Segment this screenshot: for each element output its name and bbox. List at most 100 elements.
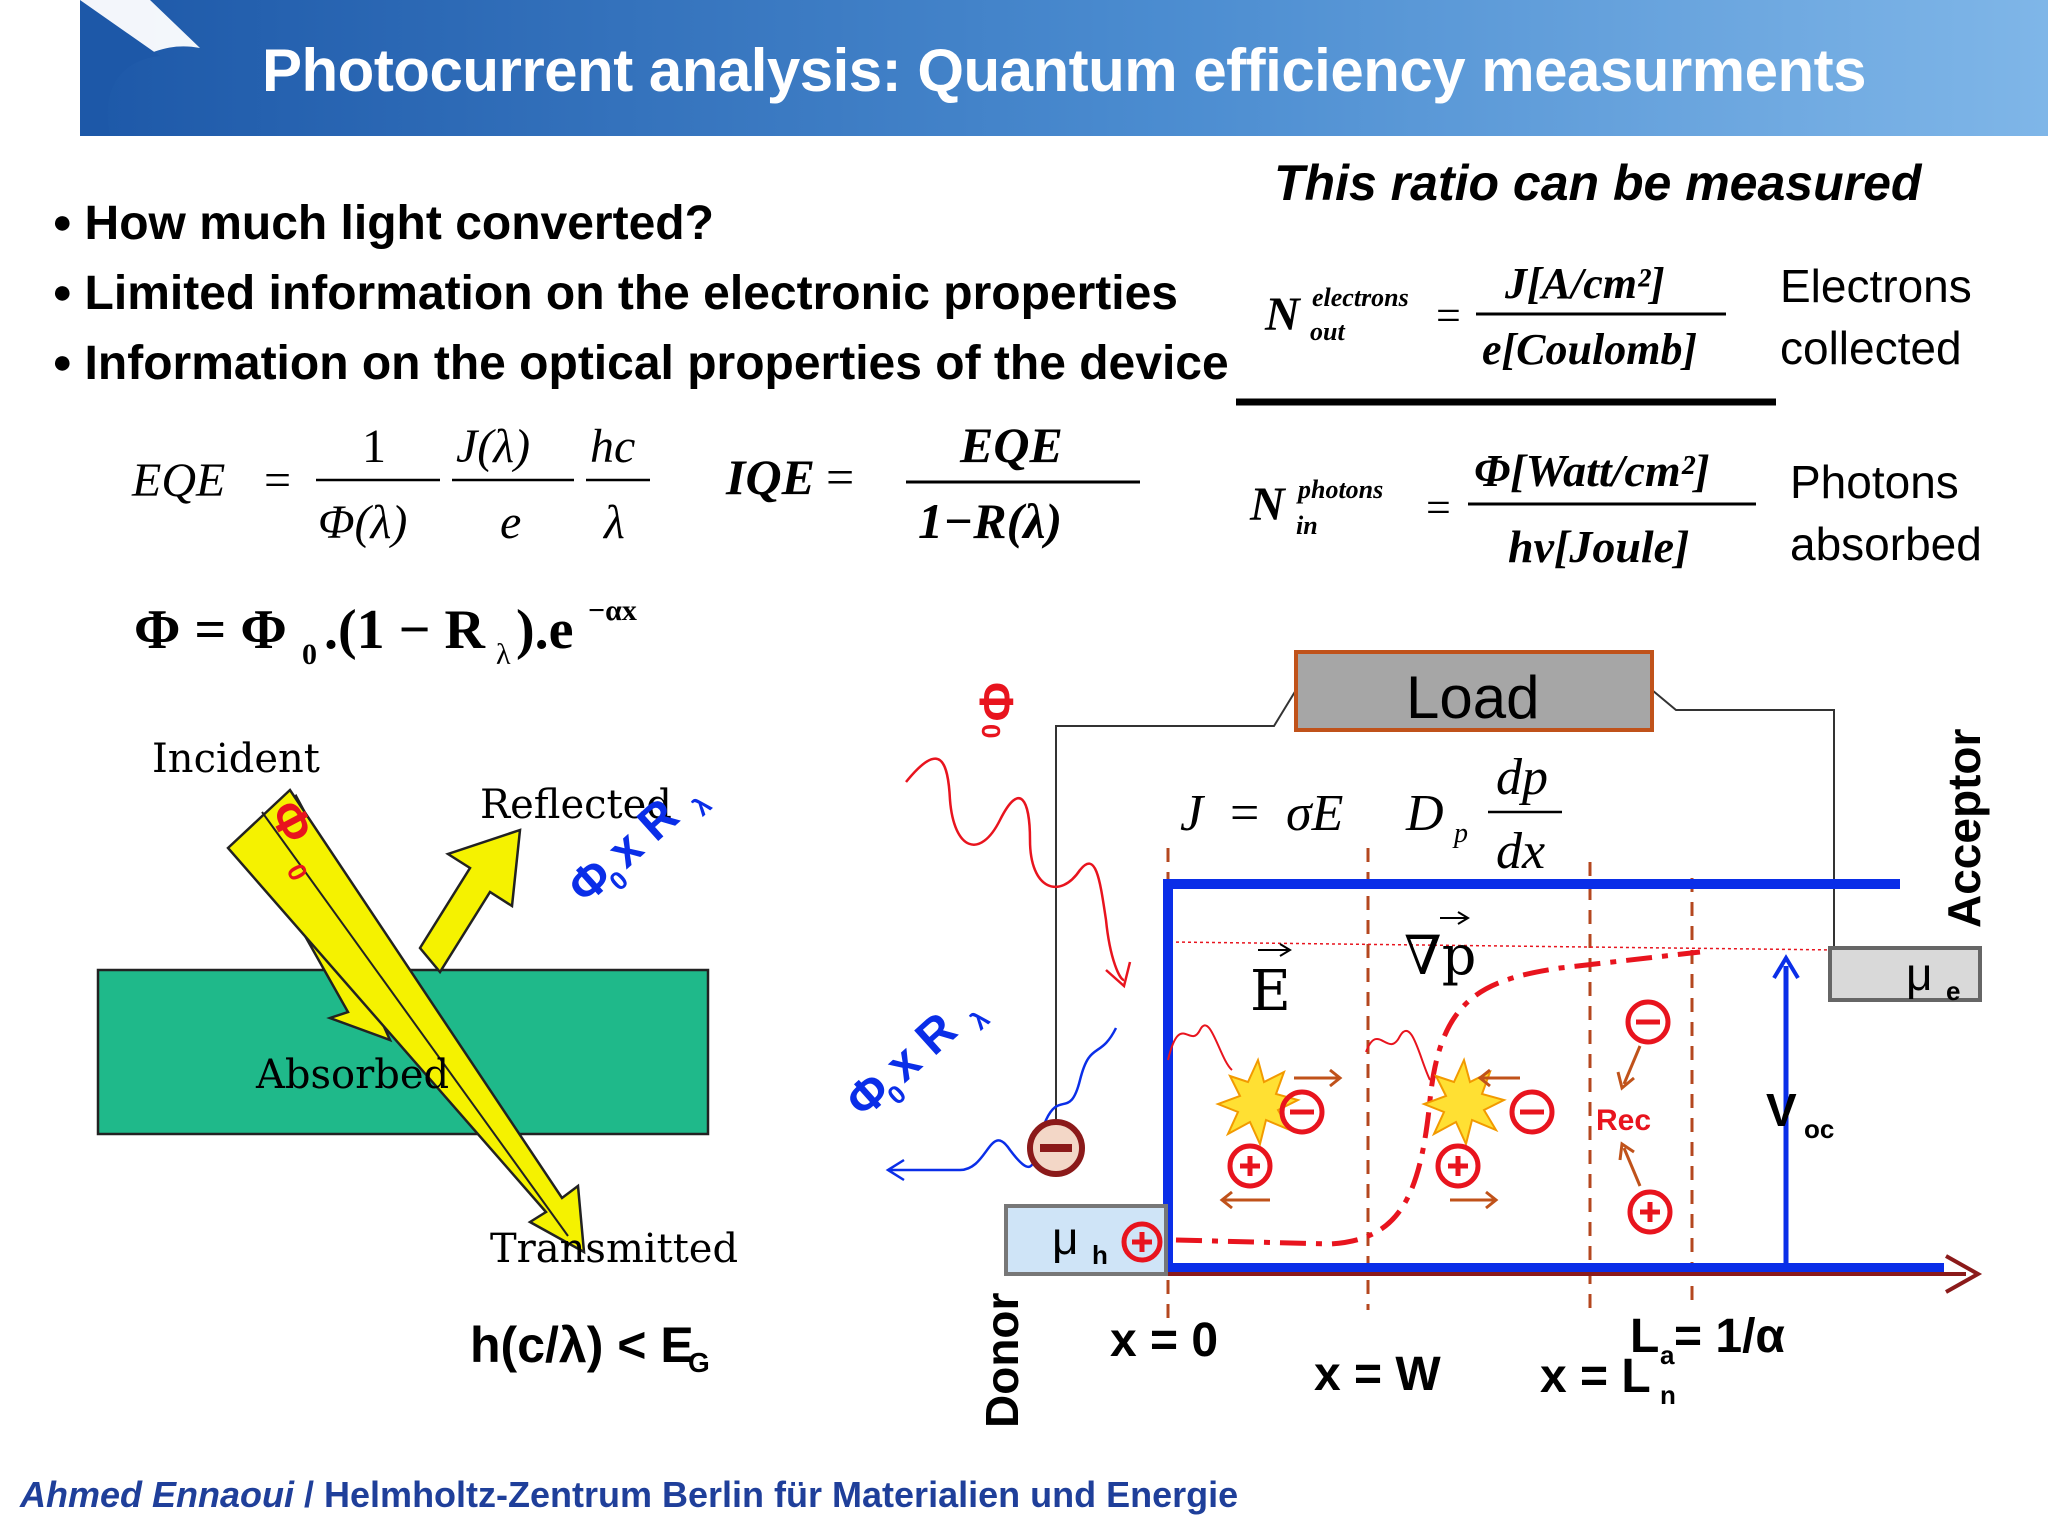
la-tail: = 1/α [1674, 1310, 1785, 1363]
arrow-right-icon [1329, 1068, 1343, 1088]
bullet-item: ●Information on the optical properties o… [52, 337, 1229, 390]
voc-label: V [1766, 1084, 1797, 1136]
carriers [1121, 999, 1673, 1263]
x-axis-arrow-icon [1945, 1254, 1983, 1294]
mu-h-box [1004, 1204, 1168, 1276]
e-field-label: E [1250, 959, 1291, 1024]
slide-title: Photocurrent analysis: Quantum efficienc… [262, 37, 1866, 104]
transmitted-label: Transmitted [490, 1226, 738, 1272]
device-phi0-sub: 0 [976, 724, 1006, 738]
condition-sub: G [688, 1347, 710, 1378]
phi-sup: −αx [588, 594, 637, 627]
phi-sublambda: λ [496, 638, 511, 671]
voc-arrow-icon [1772, 954, 1800, 980]
generation-flash-icon [1215, 1057, 1301, 1148]
footer: Ahmed Ennaoui / Helmholtz-Zentrum Berlin… [20, 1474, 1238, 1516]
phi-mid: .(1 − R [324, 599, 486, 661]
n-in-subscript: in [1296, 511, 1318, 540]
load-box [1294, 650, 1654, 732]
phi-sub0: 0 [302, 638, 317, 671]
n-in-denominator: hv[Joule] [1508, 521, 1689, 572]
n-in-superscript: photons [1296, 475, 1383, 504]
carrier-profile-curve [1175, 949, 1701, 1247]
electron-icon [1625, 999, 1671, 1045]
iqe-den: 1−R(λ) [918, 493, 1062, 549]
header-bar [80, 0, 2048, 136]
mu-e-box [1828, 946, 1982, 1002]
absorbed-label: Absorbed [255, 1052, 449, 1098]
donor-label: Donor [976, 1292, 1028, 1428]
voc-sub: oc [1804, 1114, 1834, 1144]
reflected-phi0-sublambda: λ [686, 789, 717, 821]
footer-separator: / [294, 1474, 325, 1515]
acceptor-label: Acceptor [1938, 729, 1990, 928]
incident-label: Incident [152, 736, 320, 782]
equals-sign-1: = [1436, 291, 1461, 340]
iqe-num: EQE [959, 417, 1063, 473]
iqe-equals: = [826, 449, 854, 505]
current-eq-den: dx [1496, 823, 1545, 880]
reflected-beam [418, 828, 522, 975]
eqe-lhs: EQE [131, 454, 225, 507]
grad-p-label: ∇p [1404, 924, 1476, 987]
absorbed-label: absorbed [1790, 518, 1982, 570]
xln-label: x = L [1540, 1350, 1651, 1403]
hole-icon [1435, 1143, 1481, 1189]
eqe-frac3-num: hc [590, 420, 635, 473]
arrow-right-icon [1485, 1190, 1499, 1210]
mu-h-label: μ [1052, 1212, 1079, 1264]
bullet-list: ●How much light converted? ●Limited info… [52, 188, 1229, 398]
current-eq-num: dp [1496, 749, 1548, 806]
equals-sign-2: = [1426, 483, 1451, 532]
eqe-frac2-num: J(λ) [456, 420, 530, 473]
circuit-wire-right [1651, 689, 1835, 948]
electron-icon [1279, 1089, 1325, 1135]
arrow-up-icon [1618, 1141, 1635, 1161]
reflected-label: Reflected [480, 782, 672, 828]
beam-edge [261, 811, 569, 1237]
ratio-title: This ratio can be measured [1274, 155, 1922, 211]
mu-h-sub: h [1092, 1240, 1108, 1270]
arrow-left-icon [1477, 1068, 1491, 1088]
rec-label: Rec [1596, 1104, 1651, 1137]
hole-icon [1227, 1143, 1273, 1189]
e-field-vector-icon [1279, 943, 1292, 957]
eqe-frac1-den: Φ(λ) [318, 496, 407, 549]
current-eq-d: D [1405, 785, 1444, 842]
absorbed-photon-wave-1 [1167, 1024, 1233, 1071]
xw-label: x = W [1314, 1348, 1441, 1401]
hole-icon [1627, 1189, 1673, 1235]
n-out-numerator: J[A/cm²] [1504, 259, 1665, 308]
phi-eq-start: Φ = Φ [134, 599, 287, 661]
arrow-left-icon [1219, 1190, 1233, 1210]
xln-sub: n [1660, 1380, 1676, 1410]
footer-author: Ahmed Ennaoui [20, 1474, 295, 1515]
la-sub: a [1660, 1340, 1675, 1370]
current-eq-mid: σE [1286, 785, 1343, 842]
phi-end: ).e [516, 599, 574, 661]
fermi-dotted-line [1169, 941, 1839, 951]
la-label: L [1630, 1310, 1659, 1363]
mu-e-label: μ [1906, 948, 1933, 1000]
current-eq-equals: = [1230, 785, 1259, 842]
incident-photon-arrow-icon [1105, 961, 1132, 989]
eqe-equals: = [264, 454, 291, 507]
circuit-wire-left [1055, 689, 1297, 1124]
iqe-lhs: IQE [725, 449, 815, 505]
header-logo-swoosh [80, 0, 200, 136]
collected-label: collected [1780, 322, 1962, 374]
eqe-frac1-num: 1 [362, 420, 386, 473]
device-phi0r-tail: x R [876, 1003, 967, 1092]
n-out-symbol: N [1264, 288, 1302, 341]
energy-bands [1163, 879, 1944, 1273]
current-eq-lhs: J [1180, 785, 1206, 842]
mu-e-sub: e [1946, 976, 1960, 1006]
incident-photon-wave [905, 757, 1125, 982]
n-out-superscript: electrons [1312, 283, 1409, 312]
eqe-frac3-den: λ [602, 496, 625, 549]
device-phi0: Φ [969, 682, 1022, 721]
drift-arrows [1219, 1045, 1642, 1210]
load-label: Load [1406, 664, 1539, 731]
n-out-subscript: out [1310, 317, 1345, 346]
